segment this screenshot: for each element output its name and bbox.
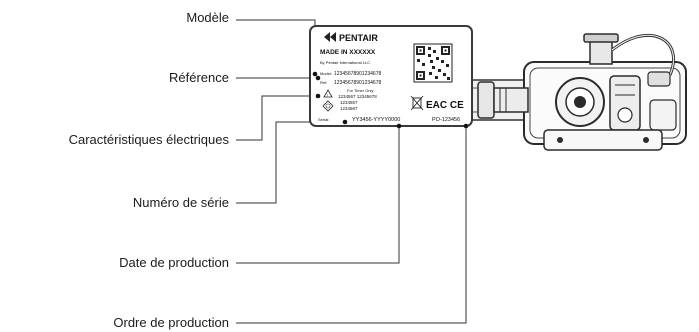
rating-label: PENTAIR MADE IN XXXXXX By Pentair Intern… [309, 25, 473, 127]
qr-code-icon [413, 43, 453, 83]
brand-name: PENTAIR [339, 33, 378, 43]
timer-note: For Timer Only [347, 88, 373, 93]
electrical-row-2: 1234567 [340, 100, 358, 105]
model-prefix: Model: [320, 71, 332, 76]
made-in-text: MADE IN XXXXXX [320, 49, 376, 56]
electrical-row-3: 1234567 [340, 106, 358, 111]
certification-diamond-icon [322, 100, 334, 112]
manufacturer-text: By Pentair International LLC [320, 60, 370, 65]
order-value: PO-123456 [432, 117, 460, 123]
callout-reference: Référence [169, 70, 229, 85]
anchor-dot-caracteristiques [315, 93, 321, 99]
anchor-dot-date-production [396, 123, 402, 129]
pentair-logo-icon [324, 32, 336, 42]
leader-line-date-production [236, 126, 400, 264]
weee-bin-icon [410, 95, 424, 111]
svg-text:!: ! [327, 92, 328, 97]
leader-line-numero-serie [236, 121, 345, 204]
anchor-dot-numero-serie [342, 119, 348, 125]
anchor-dots [312, 71, 469, 129]
warning-triangle-icon: ! [323, 89, 333, 98]
model-value: 12345678901234678 [334, 71, 381, 77]
callout-numero-serie: Numéro de série [132, 195, 229, 210]
serial-value: YY3456-YYYY0000 [352, 117, 400, 123]
anchor-dot-modele [312, 71, 318, 77]
anchor-dot-ordre-production [463, 123, 469, 129]
leader-line-ordre-production [236, 126, 467, 324]
ref-prefix: Ref: [320, 80, 327, 85]
leader-line-caracteristiques [236, 95, 318, 141]
electrical-row-1: 1234567 12345678 [338, 94, 377, 99]
anchor-dot-reference [315, 75, 321, 81]
leader-line-modele [236, 19, 316, 74]
compliance-marks: EAC CE [426, 100, 464, 111]
callout-caracteristiques: Caractéristiques électriques [68, 132, 229, 147]
ref-value: 12345678901234678 [334, 80, 381, 86]
callout-date-production: Date de production [119, 255, 229, 270]
callout-ordre-production: Ordre de production [113, 315, 229, 330]
serial-prefix: Serial: [318, 117, 329, 122]
control-valve [465, 33, 687, 151]
callout-modele: Modèle [186, 10, 229, 25]
